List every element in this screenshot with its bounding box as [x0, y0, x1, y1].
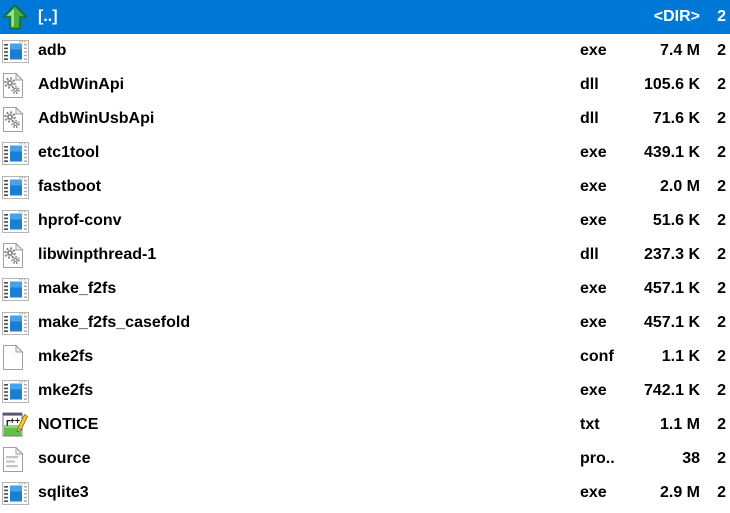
file-date: 2 [717, 314, 726, 331]
file-size: 742.1 K [643, 382, 700, 399]
file-extension: exe [580, 178, 607, 195]
file-date: 2 [717, 382, 726, 399]
file-row[interactable]: AdbWinUsbApi dll 71.6 K 2 [0, 102, 730, 136]
file-row[interactable]: AdbWinApi dll 105.6 K 2 [0, 68, 730, 102]
file-date: 2 [717, 484, 726, 501]
exe-app-icon [2, 275, 36, 303]
file-row[interactable]: libwinpthread-1 dll 237.3 K 2 [0, 238, 730, 272]
file-date: 2 [717, 178, 726, 195]
dll-gears-icon [2, 71, 36, 99]
file-date: 2 [717, 144, 726, 161]
file-extension: exe [580, 42, 607, 59]
file-row[interactable]: hprof-conv exe 51.6 K 2 [0, 204, 730, 238]
notepad-pencil-icon: ┏++ [2, 411, 36, 439]
file-name: AdbWinUsbApi [38, 110, 155, 127]
file-date: 2 [717, 416, 726, 433]
file-name: sqlite3 [38, 484, 89, 501]
file-size: <DIR> [653, 8, 700, 25]
file-date: 2 [717, 110, 726, 127]
file-row[interactable]: [..] <DIR> 2 [0, 0, 730, 34]
file-size: 457.1 K [643, 280, 700, 297]
exe-app-icon [2, 309, 36, 337]
file-name: mke2fs [38, 348, 94, 365]
svg-text:┏++: ┏++ [5, 417, 20, 427]
file-extension: exe [580, 280, 607, 297]
file-extension: exe [580, 314, 607, 331]
file-row[interactable]: mke2fs conf 1.1 K 2 [0, 340, 730, 374]
file-date: 2 [717, 280, 726, 297]
file-size: 7.4 M [659, 42, 700, 59]
file-size: 439.1 K [643, 144, 700, 161]
file-name: mke2fs [38, 382, 94, 399]
file-date: 2 [717, 76, 726, 93]
file-row[interactable]: etc1tool exe 439.1 K 2 [0, 136, 730, 170]
file-extension: conf [580, 348, 614, 365]
file-row[interactable]: sqlite3 exe 2.9 M 2 [0, 476, 730, 510]
file-row[interactable]: make_f2fs exe 457.1 K 2 [0, 272, 730, 306]
file-row[interactable]: adb exe 7.4 M 2 [0, 34, 730, 68]
exe-app-icon [2, 207, 36, 235]
file-name: libwinpthread-1 [38, 246, 157, 263]
file-row[interactable]: source pro.. 38 2 [0, 442, 730, 476]
file-date: 2 [717, 8, 726, 25]
file-size: 1.1 K [661, 348, 700, 365]
file-row[interactable]: make_f2fs_casefold exe 457.1 K 2 [0, 306, 730, 340]
file-name: etc1tool [38, 144, 100, 161]
file-extension: exe [580, 484, 607, 501]
file-name: hprof-conv [38, 212, 122, 229]
exe-app-icon [2, 139, 36, 167]
dll-gears-icon [2, 241, 36, 269]
file-name: source [38, 450, 91, 467]
file-name: NOTICE [38, 416, 99, 433]
file-name: adb [38, 42, 67, 59]
file-size: 457.1 K [643, 314, 700, 331]
file-size: 51.6 K [652, 212, 700, 229]
file-name: make_f2fs_casefold [38, 314, 191, 331]
file-row[interactable]: ┏++ NOTICE txt 1.1 M 2 [0, 408, 730, 442]
exe-app-icon [2, 173, 36, 201]
file-size: 1.1 M [659, 416, 700, 433]
exe-app-icon [2, 37, 36, 65]
file-size: 2.0 M [659, 178, 700, 195]
file-date: 2 [717, 246, 726, 263]
file-name: AdbWinApi [38, 76, 125, 93]
file-extension: exe [580, 144, 607, 161]
file-date: 2 [717, 42, 726, 59]
exe-app-icon [2, 377, 36, 405]
exe-app-icon [2, 479, 36, 507]
dll-gears-icon [2, 105, 36, 133]
file-size: 38 [682, 450, 700, 467]
file-row[interactable]: fastboot exe 2.0 M 2 [0, 170, 730, 204]
file-name: fastboot [38, 178, 102, 195]
file-row[interactable]: mke2fs exe 742.1 K 2 [0, 374, 730, 408]
file-size: 237.3 K [643, 246, 700, 263]
text-page-icon [2, 445, 36, 473]
file-extension: dll [580, 110, 599, 127]
file-size: 105.6 K [643, 76, 700, 93]
file-date: 2 [717, 212, 726, 229]
file-name: [..] [38, 8, 58, 25]
file-size: 71.6 K [652, 110, 700, 127]
file-extension: pro.. [580, 450, 615, 467]
file-extension: txt [580, 416, 600, 433]
blank-page-icon [2, 343, 36, 371]
file-size: 2.9 M [659, 484, 700, 501]
file-extension: exe [580, 212, 607, 229]
file-date: 2 [717, 450, 726, 467]
file-extension: dll [580, 76, 599, 93]
file-date: 2 [717, 348, 726, 365]
file-extension: dll [580, 246, 599, 263]
up-dir-icon [2, 3, 36, 31]
file-extension: exe [580, 382, 607, 399]
file-name: make_f2fs [38, 280, 117, 297]
